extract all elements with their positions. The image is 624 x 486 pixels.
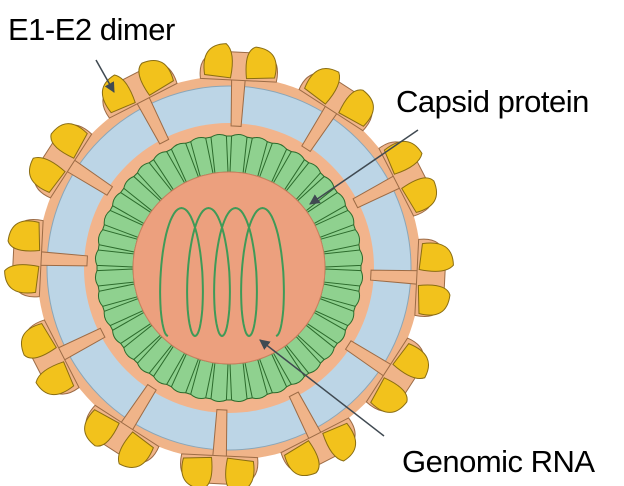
e2-lobe	[4, 264, 39, 294]
e1-lobe	[8, 220, 41, 252]
e1-lobe	[417, 284, 450, 316]
capsid-protein-label: Capsid protein	[396, 86, 589, 117]
e1-lobe	[181, 456, 213, 486]
e2-lobe	[203, 43, 233, 78]
e2-lobe	[419, 242, 454, 272]
e2-lobe	[225, 458, 255, 486]
e1-e2-dimer-label: E1-E2 dimer	[8, 14, 175, 45]
genomic-rna-label: Genomic RNA	[402, 446, 595, 477]
genome-core	[133, 172, 325, 364]
e1-lobe	[245, 47, 277, 80]
